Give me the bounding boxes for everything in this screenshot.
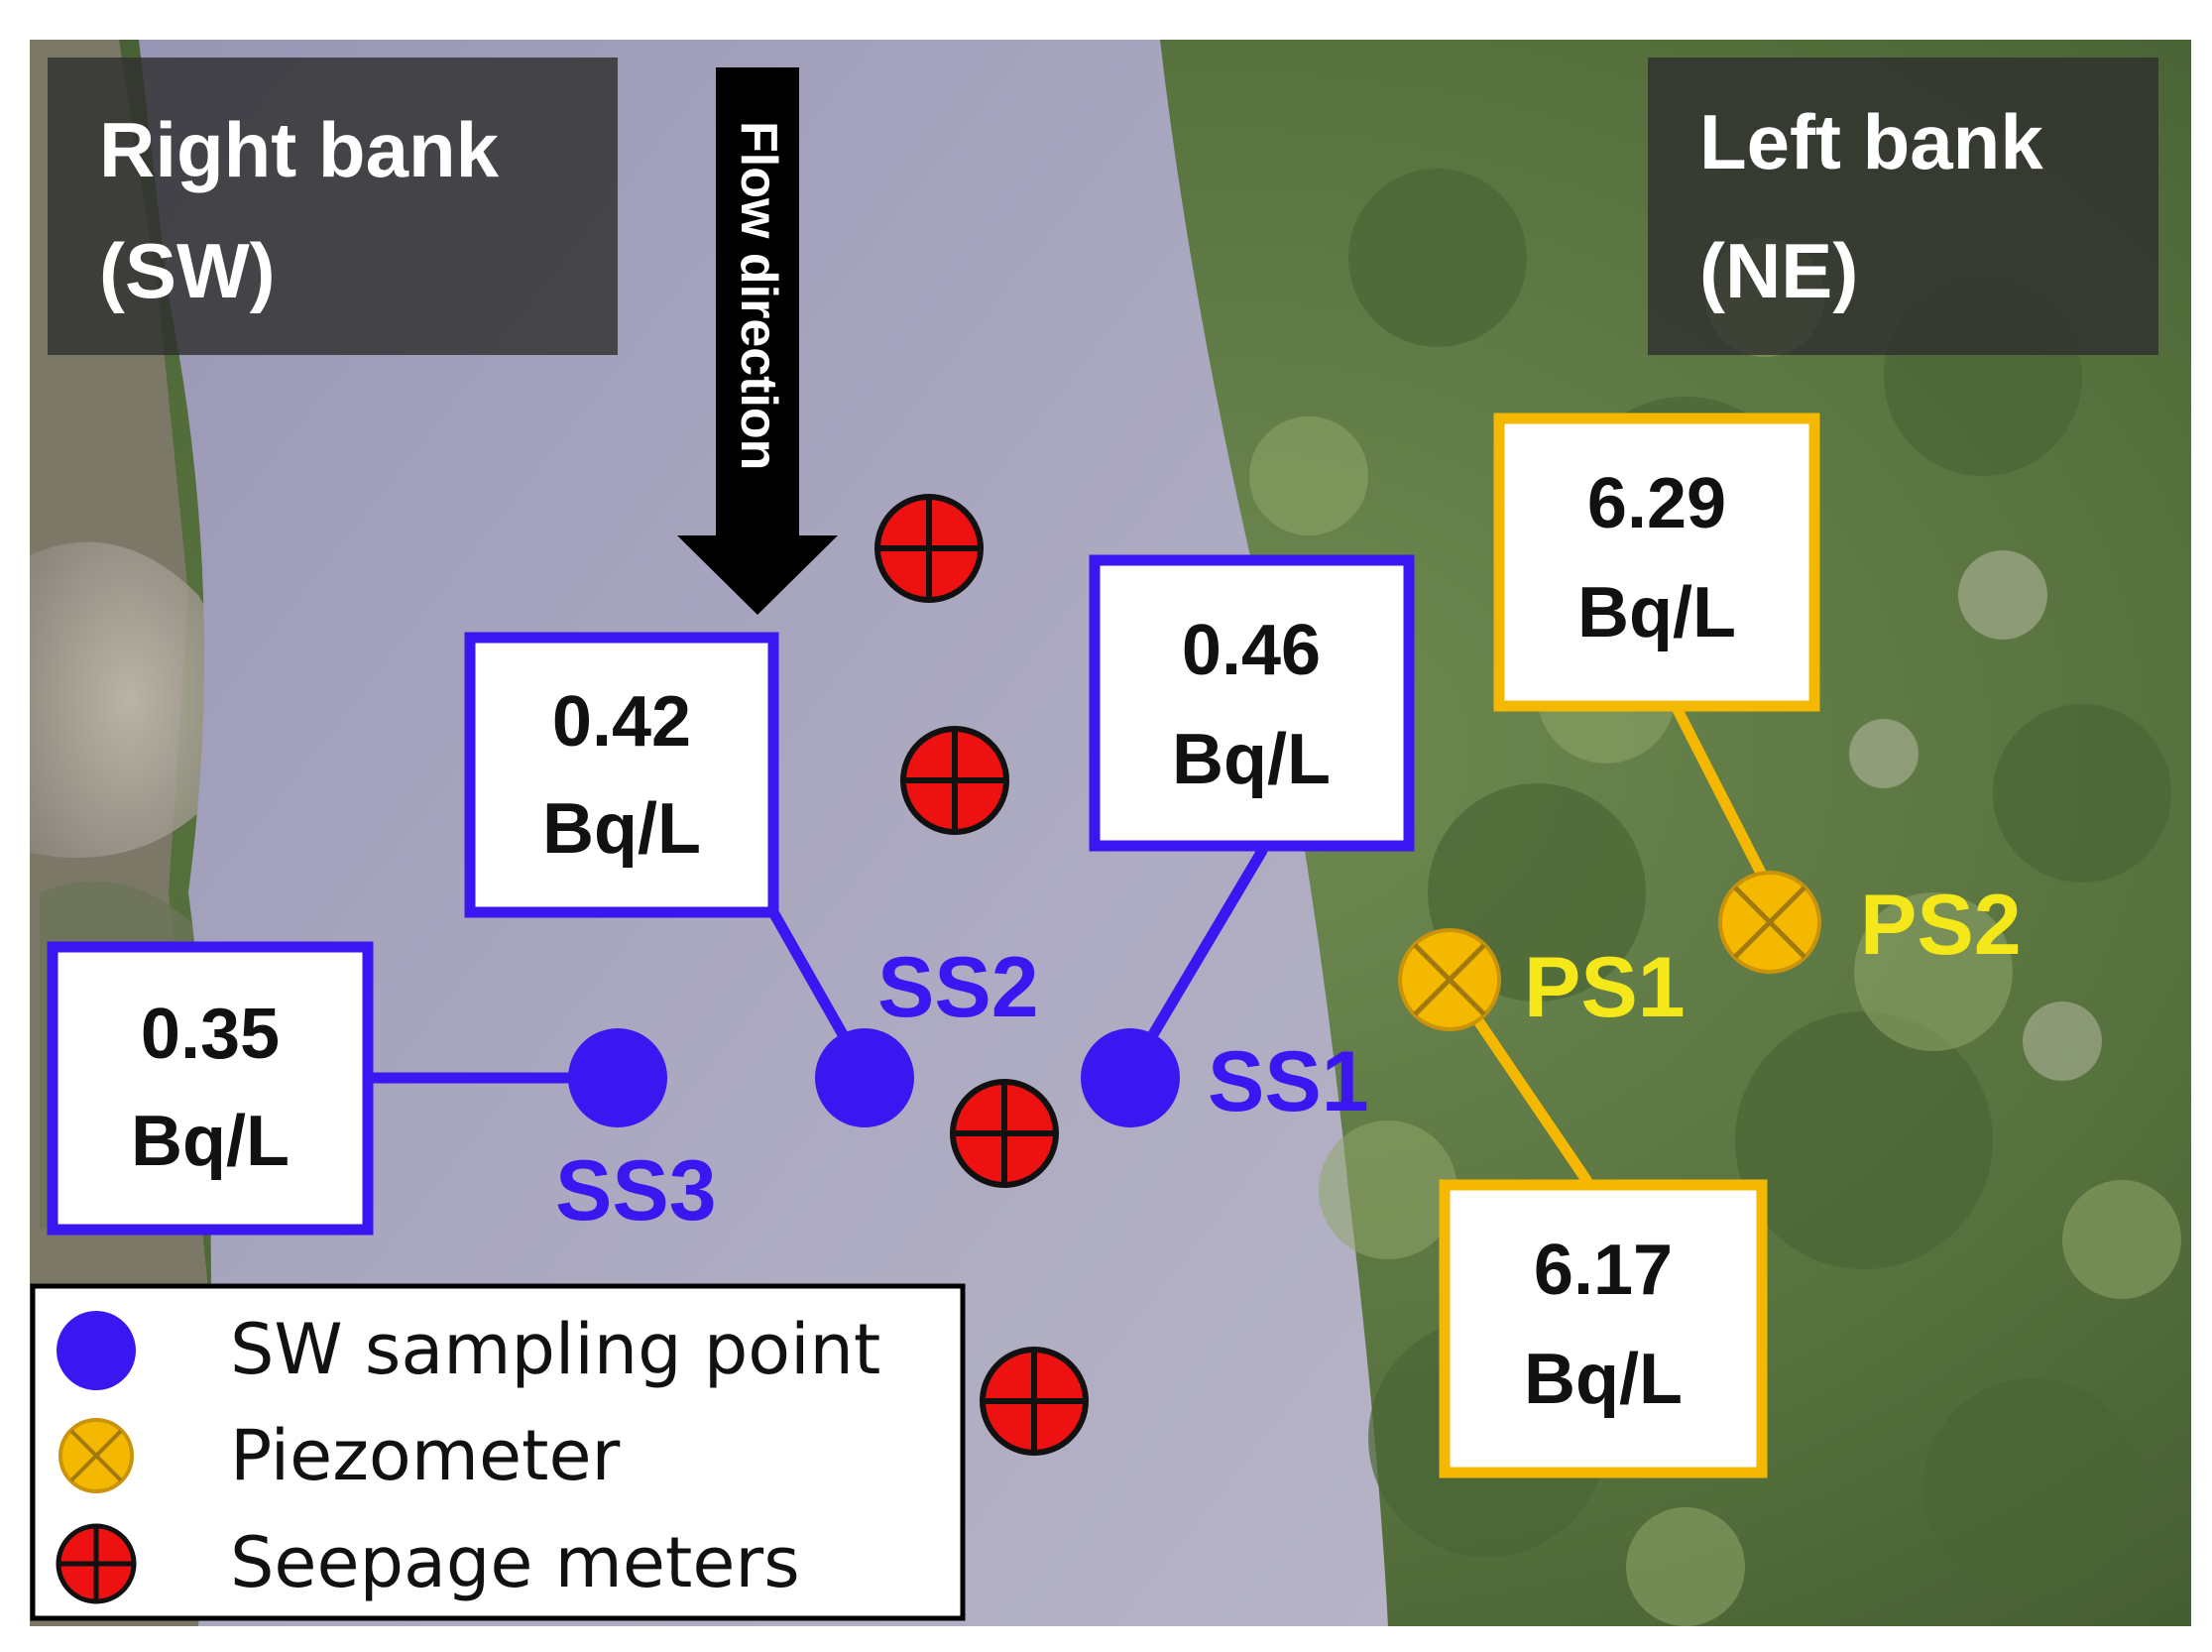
ss2-value: 0.42 [552, 682, 691, 762]
legend-label-piezometer: Piezometer [230, 1415, 621, 1496]
flow-direction-arrow: Flow direction [677, 67, 838, 615]
ss1-code: SS1 [1208, 1034, 1369, 1129]
ss1-value: 0.46 [1182, 611, 1321, 690]
piezometer-ps1 [1398, 928, 1501, 1031]
ps1-code: PS1 [1524, 940, 1686, 1035]
ss1-unit: Bq/L [1172, 720, 1331, 799]
right-bank-name: Right bank [99, 106, 500, 193]
sw-sampling-points [568, 1028, 1180, 1127]
ps2-connector [1670, 700, 1771, 886]
blue-dot-icon [57, 1311, 136, 1390]
ss2-value-box: 0.42 Bq/L [464, 632, 779, 918]
left-bank-name: Left bank [1699, 98, 2043, 185]
ps2-unit: Bq/L [1577, 573, 1736, 652]
ss3-value: 0.35 [141, 995, 280, 1074]
ps1-value-box: 6.17 Bq/L [1439, 1179, 1768, 1478]
seepage-meter [950, 1079, 1059, 1188]
right-bank-direction: (SW) [99, 227, 276, 314]
seepage-meters [874, 494, 1089, 1456]
legend-item-sw: SW sampling point [57, 1309, 880, 1390]
ss1-value-box: 0.46 Bq/L [1089, 554, 1415, 852]
left-bank-direction: (NE) [1699, 227, 1858, 314]
ss3-value-box: 0.35 Bq/L [47, 941, 374, 1236]
legend-label-seepage: Seepage meters [230, 1522, 800, 1603]
legend-item-seepage: Seepage meters [56, 1522, 800, 1604]
ps1-unit: Bq/L [1524, 1340, 1683, 1419]
ss3-code: SS3 [555, 1143, 717, 1239]
ss2-point [815, 1028, 914, 1127]
flow-direction-label: Flow direction [730, 121, 787, 470]
ps1-connector [1473, 1016, 1592, 1186]
piezometer-ps2 [1718, 871, 1821, 974]
ps2-code: PS2 [1860, 878, 2022, 973]
seepage-meter [900, 726, 1009, 835]
legend: SW sampling point Piezometer Seepage met… [30, 1283, 966, 1621]
ps2-value: 6.29 [1587, 464, 1726, 543]
legend-item-piezometer: Piezometer [58, 1415, 621, 1496]
seepage-meter [874, 494, 984, 603]
ss3-point [568, 1028, 667, 1127]
left-bank-label: Left bank (NE) [1648, 58, 2158, 355]
ss1-point [1081, 1028, 1180, 1127]
ss2-code: SS2 [877, 940, 1039, 1035]
ss3-unit: Bq/L [131, 1102, 290, 1181]
legend-label-sw: SW sampling point [230, 1309, 880, 1390]
seepage-meter-icon [56, 1523, 137, 1604]
ss2-unit: Bq/L [542, 789, 701, 869]
ps2-value-box: 6.29 Bq/L [1493, 413, 1820, 712]
piezometer-icon [58, 1418, 134, 1493]
right-bank-label: Right bank (SW) [48, 58, 618, 355]
ps1-value: 6.17 [1534, 1231, 1673, 1310]
seepage-meter [980, 1347, 1089, 1456]
